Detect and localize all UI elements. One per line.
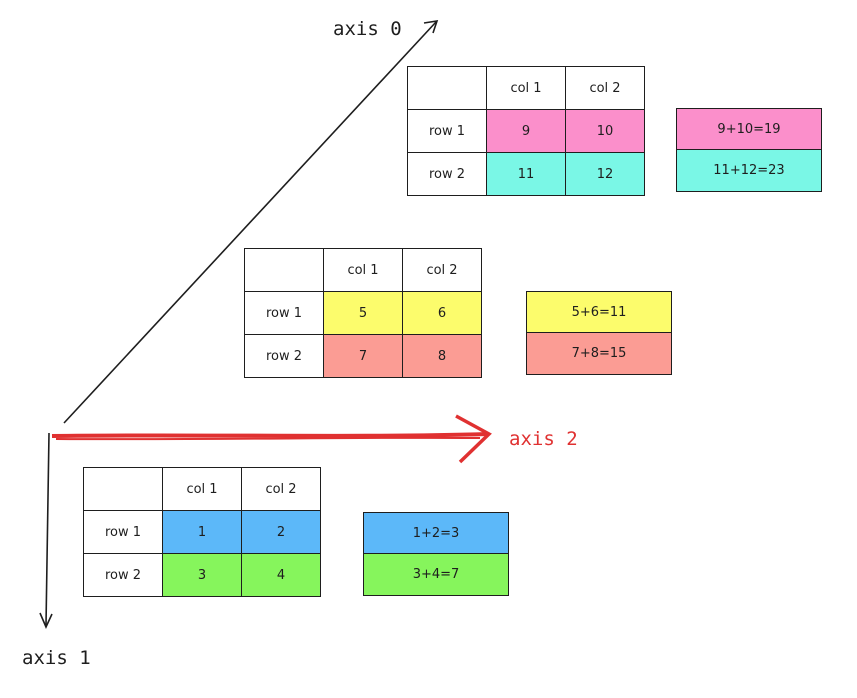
sum-row: 9+10=19 — [676, 108, 822, 150]
sum-box-middle: 5+6=11 7+8=15 — [526, 291, 672, 375]
col-header: col 1 — [323, 248, 403, 292]
value-cell: 1 — [162, 510, 242, 554]
axis-1-arrowhead — [39, 612, 53, 629]
row-header: row 1 — [407, 109, 487, 153]
value-cell: 10 — [565, 109, 645, 153]
axis-2-arrowhead — [455, 414, 492, 464]
sum-row: 11+12=23 — [676, 150, 822, 192]
axis-0-arrowhead — [423, 20, 439, 34]
axis-0-label: axis 0 — [333, 18, 402, 40]
row-header: row 2 — [244, 334, 324, 378]
axis-2-arrow — [51, 432, 489, 438]
corner-cell — [244, 248, 324, 292]
sum-row: 3+4=7 — [363, 554, 509, 596]
row-header: row 1 — [83, 510, 163, 554]
axis-0-arrow — [63, 21, 437, 424]
sum-row: 1+2=3 — [363, 512, 509, 554]
value-cell: 9 — [486, 109, 566, 153]
value-cell: 11 — [486, 152, 566, 196]
matrix-table-middle: col 1 col 2 row 1 5 6 row 2 7 8 — [244, 248, 482, 378]
col-header: col 1 — [162, 467, 242, 511]
col-header: col 2 — [241, 467, 321, 511]
corner-cell — [83, 467, 163, 511]
sum-row: 7+8=15 — [526, 333, 672, 375]
value-cell: 12 — [565, 152, 645, 196]
matrix-table-top: col 1 col 2 row 1 9 10 row 2 11 12 — [407, 66, 645, 196]
value-cell: 4 — [241, 553, 321, 597]
sum-row: 5+6=11 — [526, 291, 672, 333]
sum-box-bottom: 1+2=3 3+4=7 — [363, 512, 509, 596]
value-cell: 2 — [241, 510, 321, 554]
row-header: row 2 — [83, 553, 163, 597]
col-header: col 1 — [486, 66, 566, 110]
value-cell: 8 — [402, 334, 482, 378]
row-header: row 1 — [244, 291, 324, 335]
axis-2-label: axis 2 — [509, 428, 578, 450]
value-cell: 3 — [162, 553, 242, 597]
matrix-table-bottom: col 1 col 2 row 1 1 2 row 2 3 4 — [83, 467, 321, 597]
value-cell: 5 — [323, 291, 403, 335]
axis-2-arrow-stroke2 — [55, 436, 481, 441]
value-cell: 7 — [323, 334, 403, 378]
sum-box-top: 9+10=19 11+12=23 — [676, 108, 822, 192]
row-header: row 2 — [407, 152, 487, 196]
col-header: col 2 — [565, 66, 645, 110]
col-header: col 2 — [402, 248, 482, 292]
axis-1-label: axis 1 — [22, 647, 91, 669]
value-cell: 6 — [402, 291, 482, 335]
axis-1-arrow — [45, 432, 50, 626]
corner-cell — [407, 66, 487, 110]
